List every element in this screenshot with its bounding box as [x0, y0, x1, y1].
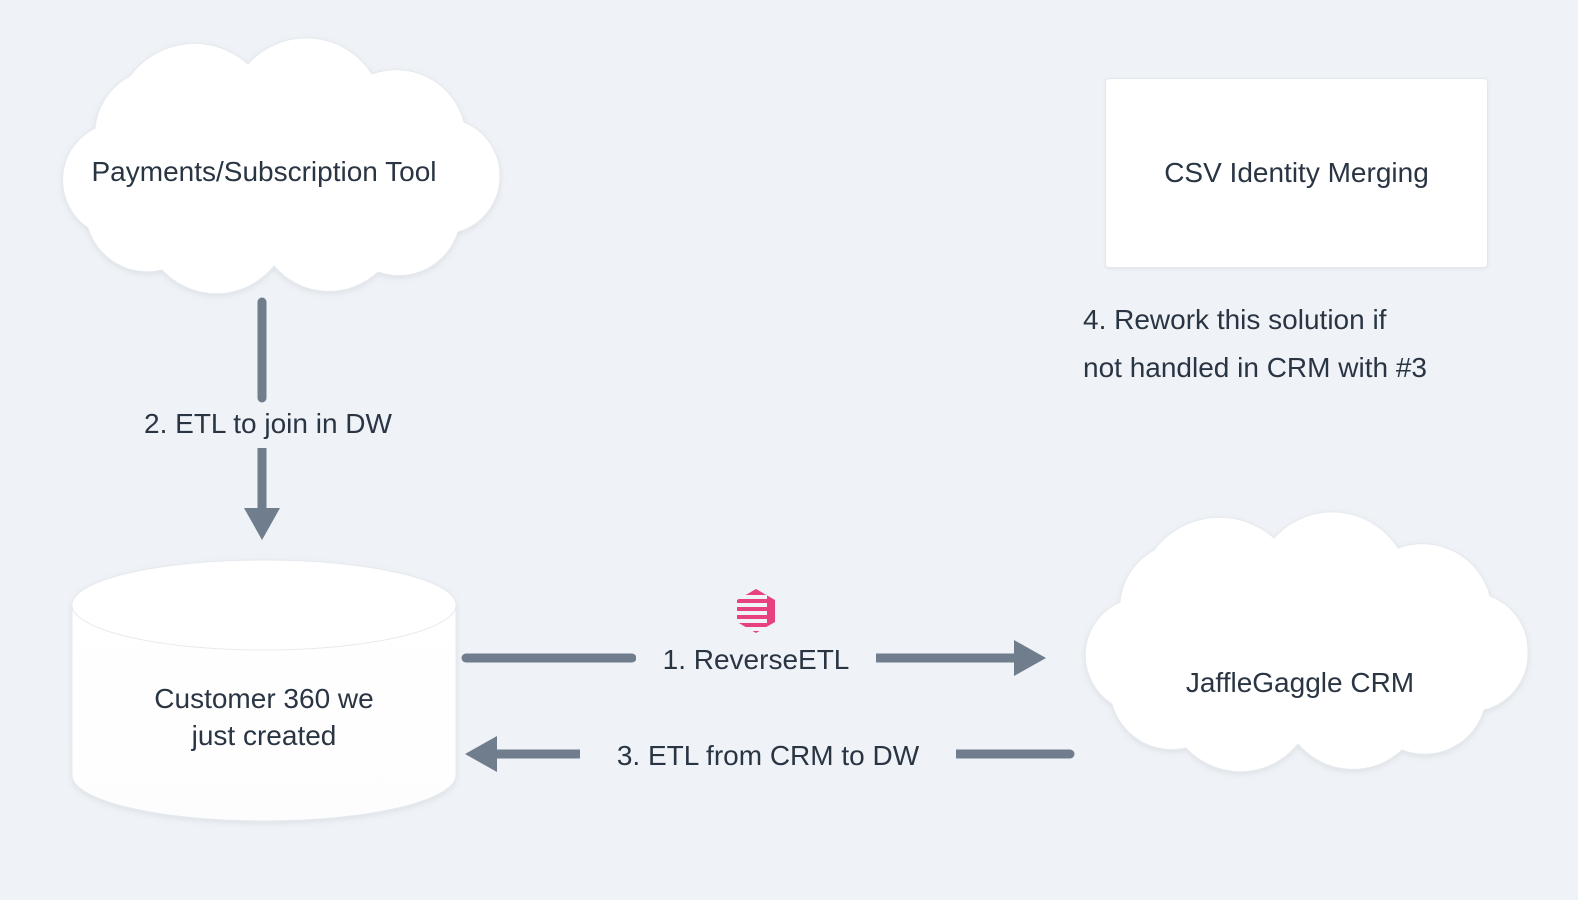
warehouse-cylinder-shape: [71, 559, 457, 822]
csv-identity-merging-box[interactable]: [1105, 78, 1488, 268]
payments-cloud-shape: [62, 37, 501, 295]
edge-reverse-etl-arrow: [461, 640, 1046, 676]
edge-etl-from-crm-arrow: [465, 736, 1075, 772]
edge-etl-join-arrow: [244, 297, 280, 540]
hightouch-logo-icon: [729, 589, 775, 633]
edge-label-etl-from-crm: 3. ETL from CRM to DW: [580, 736, 956, 777]
rework-note-text: 4. Rework this solution if not handled i…: [1083, 304, 1427, 384]
edge-label-reverse-etl: 1. ReverseETL: [636, 640, 876, 681]
edge-label-etl-join: 2. ETL to join in DW: [112, 404, 424, 445]
crm-cloud-shape: [1084, 511, 1529, 773]
